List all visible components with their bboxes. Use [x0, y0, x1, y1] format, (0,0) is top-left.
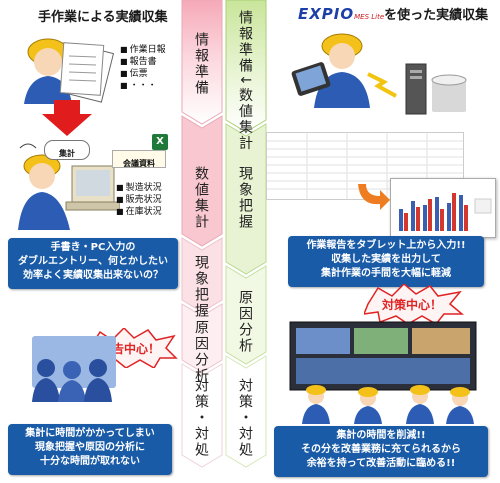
bar-chart-image — [390, 178, 496, 238]
left-step-info-prep: 情報準備 — [193, 32, 209, 96]
right-bottom-line-2: その分を改善業務に充てられるから — [301, 444, 461, 455]
meeting-people-illustration — [32, 336, 116, 402]
doc-item-daily-report: 作業日報 — [120, 44, 166, 56]
process-arrows — [181, 0, 267, 468]
status-item-inventory: 在庫状況 — [116, 206, 162, 218]
right-bottom-line-1: 集計の時間を削減!! — [336, 430, 426, 441]
screen-meeting-illustration — [289, 321, 477, 424]
stressed-worker-illustration — [18, 143, 120, 230]
problem-line-3: 効率よく実績収集出来ないの？ — [23, 270, 163, 281]
right-bottom-line-3: 余裕を持って改善活動に臨める!! — [306, 458, 456, 469]
left-arrow-step-4 — [181, 303, 223, 373]
problem-box: 手書き・PC入力の ダブルエントリー、何とかしたい 効率よく実績収集出来ないの？ — [8, 238, 178, 289]
input-line-3: 集計作業の手間を大幅に軽減 — [321, 268, 451, 279]
red-down-arrow-icon — [42, 100, 92, 136]
left-step-cause-analysis: 原因分析 — [193, 320, 209, 384]
expio-logo: EXPIO — [298, 5, 355, 23]
worker-with-documents-illustration — [24, 38, 115, 104]
problem-line-1: 手書き・PC入力の — [50, 242, 136, 253]
right-step-cause-analysis: 原因分析 — [237, 290, 253, 354]
left-bottom-line-3: 十分な時間が取れない — [40, 456, 140, 467]
meeting-doc: 会議資料 — [112, 150, 166, 168]
excel-icon: X — [152, 134, 168, 150]
right-arrow-step-2 — [225, 123, 267, 275]
document-list: 作業日報 報告書 伝票 ・・・ — [120, 44, 166, 92]
doc-item-report: 報告書 — [120, 56, 166, 68]
left-arrow-step-1 — [181, 0, 223, 125]
left-arrow-step-5 — [181, 363, 223, 468]
tablet-input-box: 作業報告をタブレット上から入力!! 収集した実績を出力して 集計作業の手間を大幅… — [288, 236, 484, 287]
left-arrow-step-3 — [181, 237, 223, 313]
right-step-info-prep: 情報準備↓数値集計 — [237, 10, 253, 152]
right-step-countermeasure: 対策・対処 — [237, 378, 253, 458]
memo-bubble: 集計 — [44, 140, 90, 160]
doc-item-etc: ・・・ — [120, 80, 166, 92]
memo-label: 集計 — [59, 149, 75, 158]
status-item-sales: 販売状況 — [116, 194, 162, 206]
left-arrow-step-2 — [181, 115, 223, 247]
right-bottom-box: 集計の時間を削減!! その分を改善業務に充てられるから 余裕を持って改善活動に臨… — [274, 426, 488, 477]
right-step-phenomenon: 現象把握 — [237, 166, 253, 230]
left-bottom-line-1: 集計に時間がかかってしまい — [25, 428, 155, 439]
left-step-countermeasure: 対策・対処 — [193, 378, 209, 458]
right-arrow-step-3 — [225, 265, 267, 365]
right-arrow-step-1 — [225, 0, 267, 133]
countermeasure-burst-text: 対策中心！ — [382, 298, 443, 312]
right-title-suffix: を使った実績収集 — [384, 8, 489, 23]
doc-item-slip: 伝票 — [120, 68, 166, 80]
left-step-numeric-summary: 数値集計 — [193, 166, 209, 230]
right-title: EXPIOMES Liteを使った実績収集 — [298, 4, 488, 23]
left-bottom-box: 集計に時間がかかってしまい 現象把握や原因の分析に 十分な時間が取れない — [8, 424, 172, 475]
input-line-1: 作業報告をタブレット上から入力!! — [306, 240, 466, 251]
left-bottom-line-2: 現象把握や原因の分析に — [35, 442, 145, 453]
expio-logo-sub: MES Lite — [354, 13, 385, 21]
status-list: 製造状況 販売状況 在庫状況 — [116, 182, 162, 218]
problem-line-2: ダブルエントリー、何とかしたい — [18, 256, 168, 267]
meeting-doc-label: 会議資料 — [123, 159, 155, 168]
left-title: 手作業による実績収集 — [38, 10, 168, 25]
input-line-2: 収集した実績を出力して — [331, 254, 441, 265]
right-arrow-step-4 — [225, 355, 267, 468]
status-item-production: 製造状況 — [116, 182, 162, 194]
left-step-phenomenon: 現象把握 — [193, 255, 209, 319]
tablet-server-illustration — [291, 33, 467, 115]
orange-curve-arrow-icon — [358, 184, 390, 210]
